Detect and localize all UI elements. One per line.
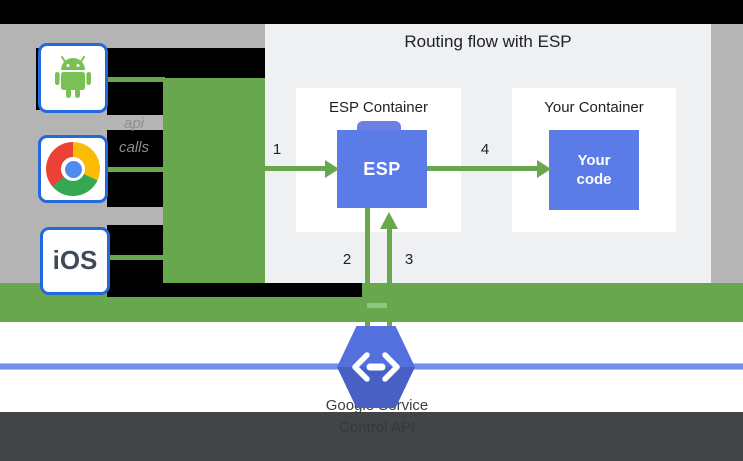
your-code-line1: Your [577, 152, 611, 169]
top-black-bar [0, 0, 743, 24]
esp-container-label: ESP Container [329, 99, 428, 116]
flow-arrow-1-head [325, 160, 339, 178]
step-number-2: 2 [342, 251, 352, 268]
step-number-3: 3 [404, 251, 414, 268]
api-calls-line1: api [123, 115, 145, 132]
esp-box-notch [357, 121, 401, 131]
esp-node-label: ESP [363, 159, 401, 179]
esp-node: ESP [337, 130, 427, 208]
your-container-label: Your Container [544, 99, 644, 116]
chrome-browser-icon [46, 142, 100, 196]
android-robot-icon [55, 56, 91, 98]
flow-arrow-1-line [265, 166, 325, 171]
flow-arrow-3-head [380, 212, 398, 229]
code-brackets-icon [352, 352, 400, 382]
flow-arrow-4-line [427, 166, 537, 171]
api-calls-line2: calls [118, 139, 149, 156]
right-gray-strip [711, 24, 743, 283]
bottom-dark-band [0, 412, 743, 461]
step-number-4: 4 [480, 141, 490, 158]
ios-client-box: iOS [40, 227, 110, 295]
black-region [163, 48, 265, 78]
chrome-icon-ring [61, 157, 85, 181]
chrome-request-line [108, 167, 165, 172]
black-region [107, 225, 163, 283]
flow-arrow-2-line [365, 208, 370, 332]
your-code-line2: code [576, 171, 612, 188]
black-region [107, 283, 362, 297]
api-calls-caption: api calls [104, 112, 164, 160]
ios-label: iOS [52, 245, 98, 275]
chrome-icon-center [64, 160, 82, 178]
your-code-node: Your code [549, 130, 639, 210]
step-number-1: 1 [272, 141, 282, 158]
flow-arrow-3-line [387, 228, 392, 332]
panel-title: Routing flow with ESP [404, 32, 572, 51]
flow-arrow-4-head [537, 160, 551, 178]
cloud-endpoints-hexagon-icon [337, 326, 415, 408]
android-request-line [107, 77, 165, 82]
ios-request-line [110, 255, 165, 260]
green-request-band [163, 78, 265, 283]
band-notch [367, 303, 387, 308]
